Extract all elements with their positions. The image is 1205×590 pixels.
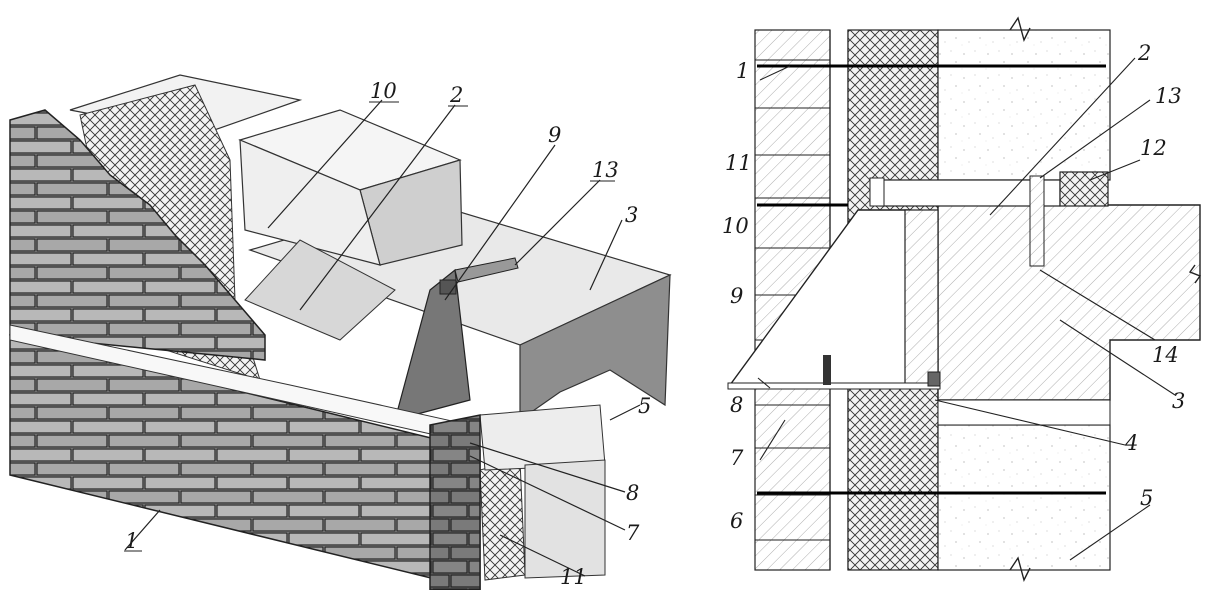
anchor-bolt-14 — [1029, 175, 1045, 267]
steel-bracket — [394, 268, 471, 421]
isometric-wall-view: 10 2 9 13 3 5 8 7 11 1 — [9, 74, 672, 590]
right-callout-7: 7 — [730, 446, 744, 470]
right-callout-5: 5 — [1140, 486, 1153, 510]
right-leader-lines — [757, 57, 1176, 561]
lower-block-5 — [479, 404, 606, 471]
upper-block-front — [239, 139, 381, 266]
bracket-anchor-13 — [454, 257, 519, 283]
section-view: 1 11 10 9 8 7 6 2 13 12 14 3 4 5 — [722, 16, 1202, 582]
right-callout-6: 6 — [730, 509, 743, 533]
right-callout-8: 8 — [730, 393, 743, 417]
floor-slab-section — [937, 204, 1201, 401]
brick-veneer-side — [429, 414, 481, 590]
bracket-ledge — [727, 382, 941, 390]
right-callout-1: 1 — [736, 59, 749, 83]
break-mark-bottom — [1009, 556, 1031, 582]
right-callout-4: 4 — [1124, 431, 1138, 455]
bracket-screw — [927, 371, 941, 387]
bolt-head — [869, 177, 885, 207]
right-callout-2: 2 — [1137, 41, 1151, 65]
right-callout-11: 11 — [725, 151, 752, 175]
left-callout-2: 2 — [449, 83, 463, 107]
left-callout-11: 11 — [560, 565, 587, 589]
left-leader-lines — [124, 99, 641, 577]
break-mark-top — [1009, 16, 1031, 42]
left-callout-9: 9 — [548, 123, 561, 147]
right-callout-13: 13 — [1155, 84, 1182, 108]
right-callout-10: 10 — [722, 214, 749, 238]
upper-masonry-block — [937, 29, 1111, 181]
right-callout-3: 3 — [1172, 389, 1185, 413]
left-callout-7: 7 — [626, 521, 640, 545]
right-callout-12: 12 — [1140, 136, 1167, 160]
lower-block — [524, 459, 606, 579]
left-callout-10: 10 — [370, 79, 397, 103]
left-callout-1: 1 — [125, 529, 138, 553]
brick-veneer-upper — [9, 109, 266, 361]
break-mark-right — [1188, 264, 1202, 284]
bracket-pin — [823, 355, 831, 385]
lower-masonry-block — [937, 424, 1111, 571]
lower-insulation — [479, 459, 526, 581]
bracket-web — [904, 209, 939, 386]
support-console — [244, 239, 396, 341]
left-callout-8: 8 — [626, 481, 639, 505]
anchor-block-12 — [1059, 171, 1109, 207]
brick-veneer-front — [9, 334, 481, 590]
left-callout-13: 13 — [592, 158, 619, 182]
left-callout-3: 3 — [625, 203, 638, 227]
left-callout-5: 5 — [638, 394, 651, 418]
right-callout-14: 14 — [1152, 343, 1179, 367]
right-callout-9: 9 — [730, 284, 743, 308]
